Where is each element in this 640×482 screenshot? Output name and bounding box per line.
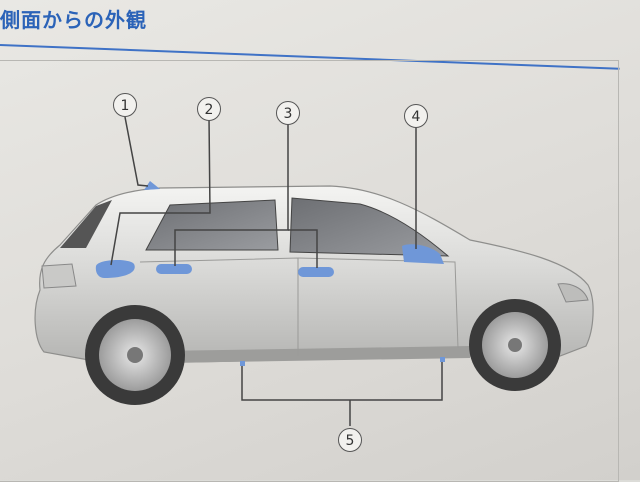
callout-3: 3 [276, 101, 300, 125]
head-light [557, 283, 589, 303]
side-mirror [402, 244, 444, 264]
side-sill [100, 346, 470, 364]
page-title: 側面からの外観 [0, 8, 147, 32]
jack-point-front [440, 357, 445, 362]
callout-2: 2 [197, 97, 221, 121]
leader-lines [110, 116, 443, 426]
antenna [144, 181, 160, 190]
callout-5: 5 [338, 428, 362, 452]
rear-wheel [85, 305, 185, 405]
callout-1: 1 [113, 93, 137, 117]
rear-window [60, 200, 112, 248]
door-line-front [297, 257, 459, 349]
door-handle-rear [156, 264, 192, 274]
jack-point-rear [240, 361, 245, 366]
front-wheel [469, 299, 561, 391]
door-handle-front [298, 267, 334, 277]
fuel-filler-flap [95, 260, 135, 278]
front-side-window [289, 197, 450, 257]
tail-light [41, 263, 77, 289]
callout-4: 4 [404, 104, 428, 128]
